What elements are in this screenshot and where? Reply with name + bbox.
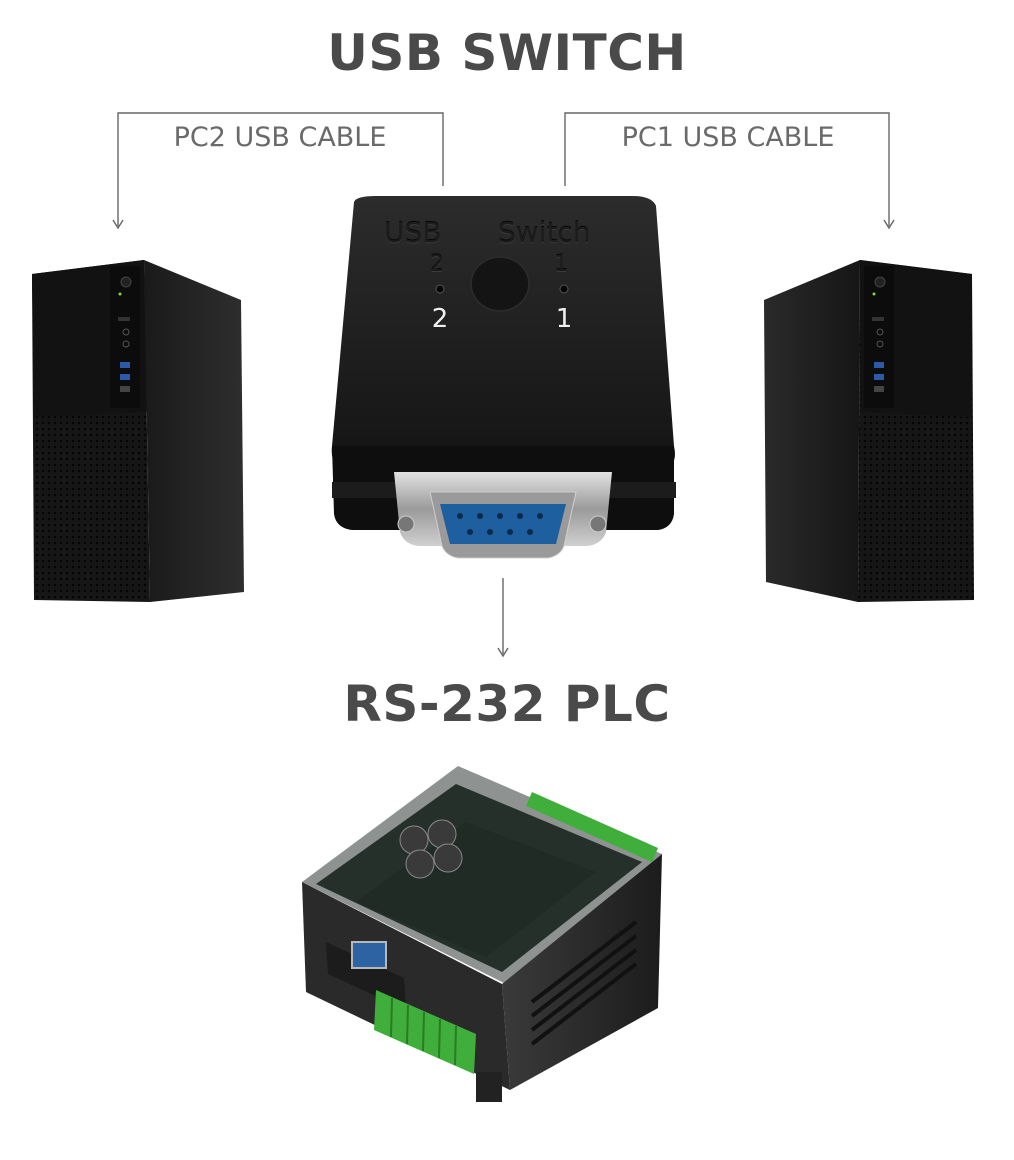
usb-switch-body (331, 196, 676, 559)
switch-emboss-usb: USB (384, 216, 442, 249)
pc1-arrowhead (883, 219, 895, 230)
pc2-tower-image (32, 260, 244, 602)
plc-arrowhead (497, 647, 509, 658)
plc-title: RS-232 PLC (343, 675, 671, 733)
pc2-cable-label: PC2 USB CABLE (173, 122, 387, 153)
usb-switch-title: USB SWITCH (327, 24, 687, 82)
pc2-arrowhead (112, 219, 124, 230)
pc1-tower-image (764, 260, 974, 602)
switch-emboss-switch: Switch (498, 216, 591, 249)
switch-emboss-port2: 2 (430, 252, 444, 277)
rs232-plc-image (302, 766, 662, 1102)
switch-emboss-port1: 1 (554, 252, 568, 277)
led-2-label: 2 (431, 304, 449, 334)
led-1-label: 1 (555, 304, 573, 334)
usb-switch-device: USB Switch 2 1 2 1 (326, 196, 682, 568)
pc1-cable-label: PC1 USB CABLE (621, 122, 835, 153)
